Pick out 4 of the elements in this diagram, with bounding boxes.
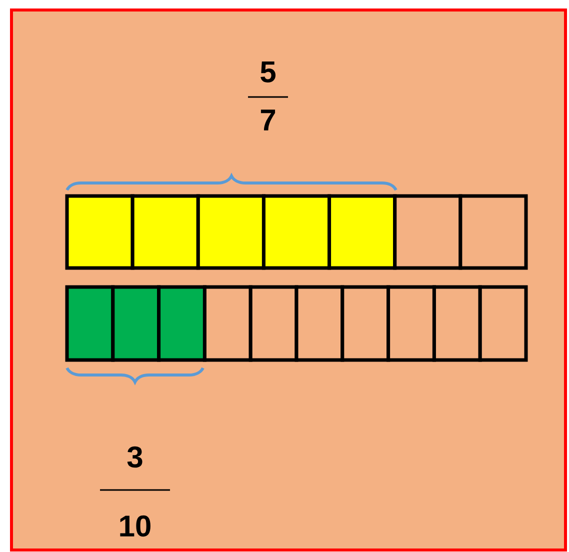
numerator: 5 [260, 62, 276, 82]
numerator: 3 [127, 446, 142, 468]
denominator: 10 [120, 515, 150, 537]
denominator: 7 [260, 110, 276, 130]
